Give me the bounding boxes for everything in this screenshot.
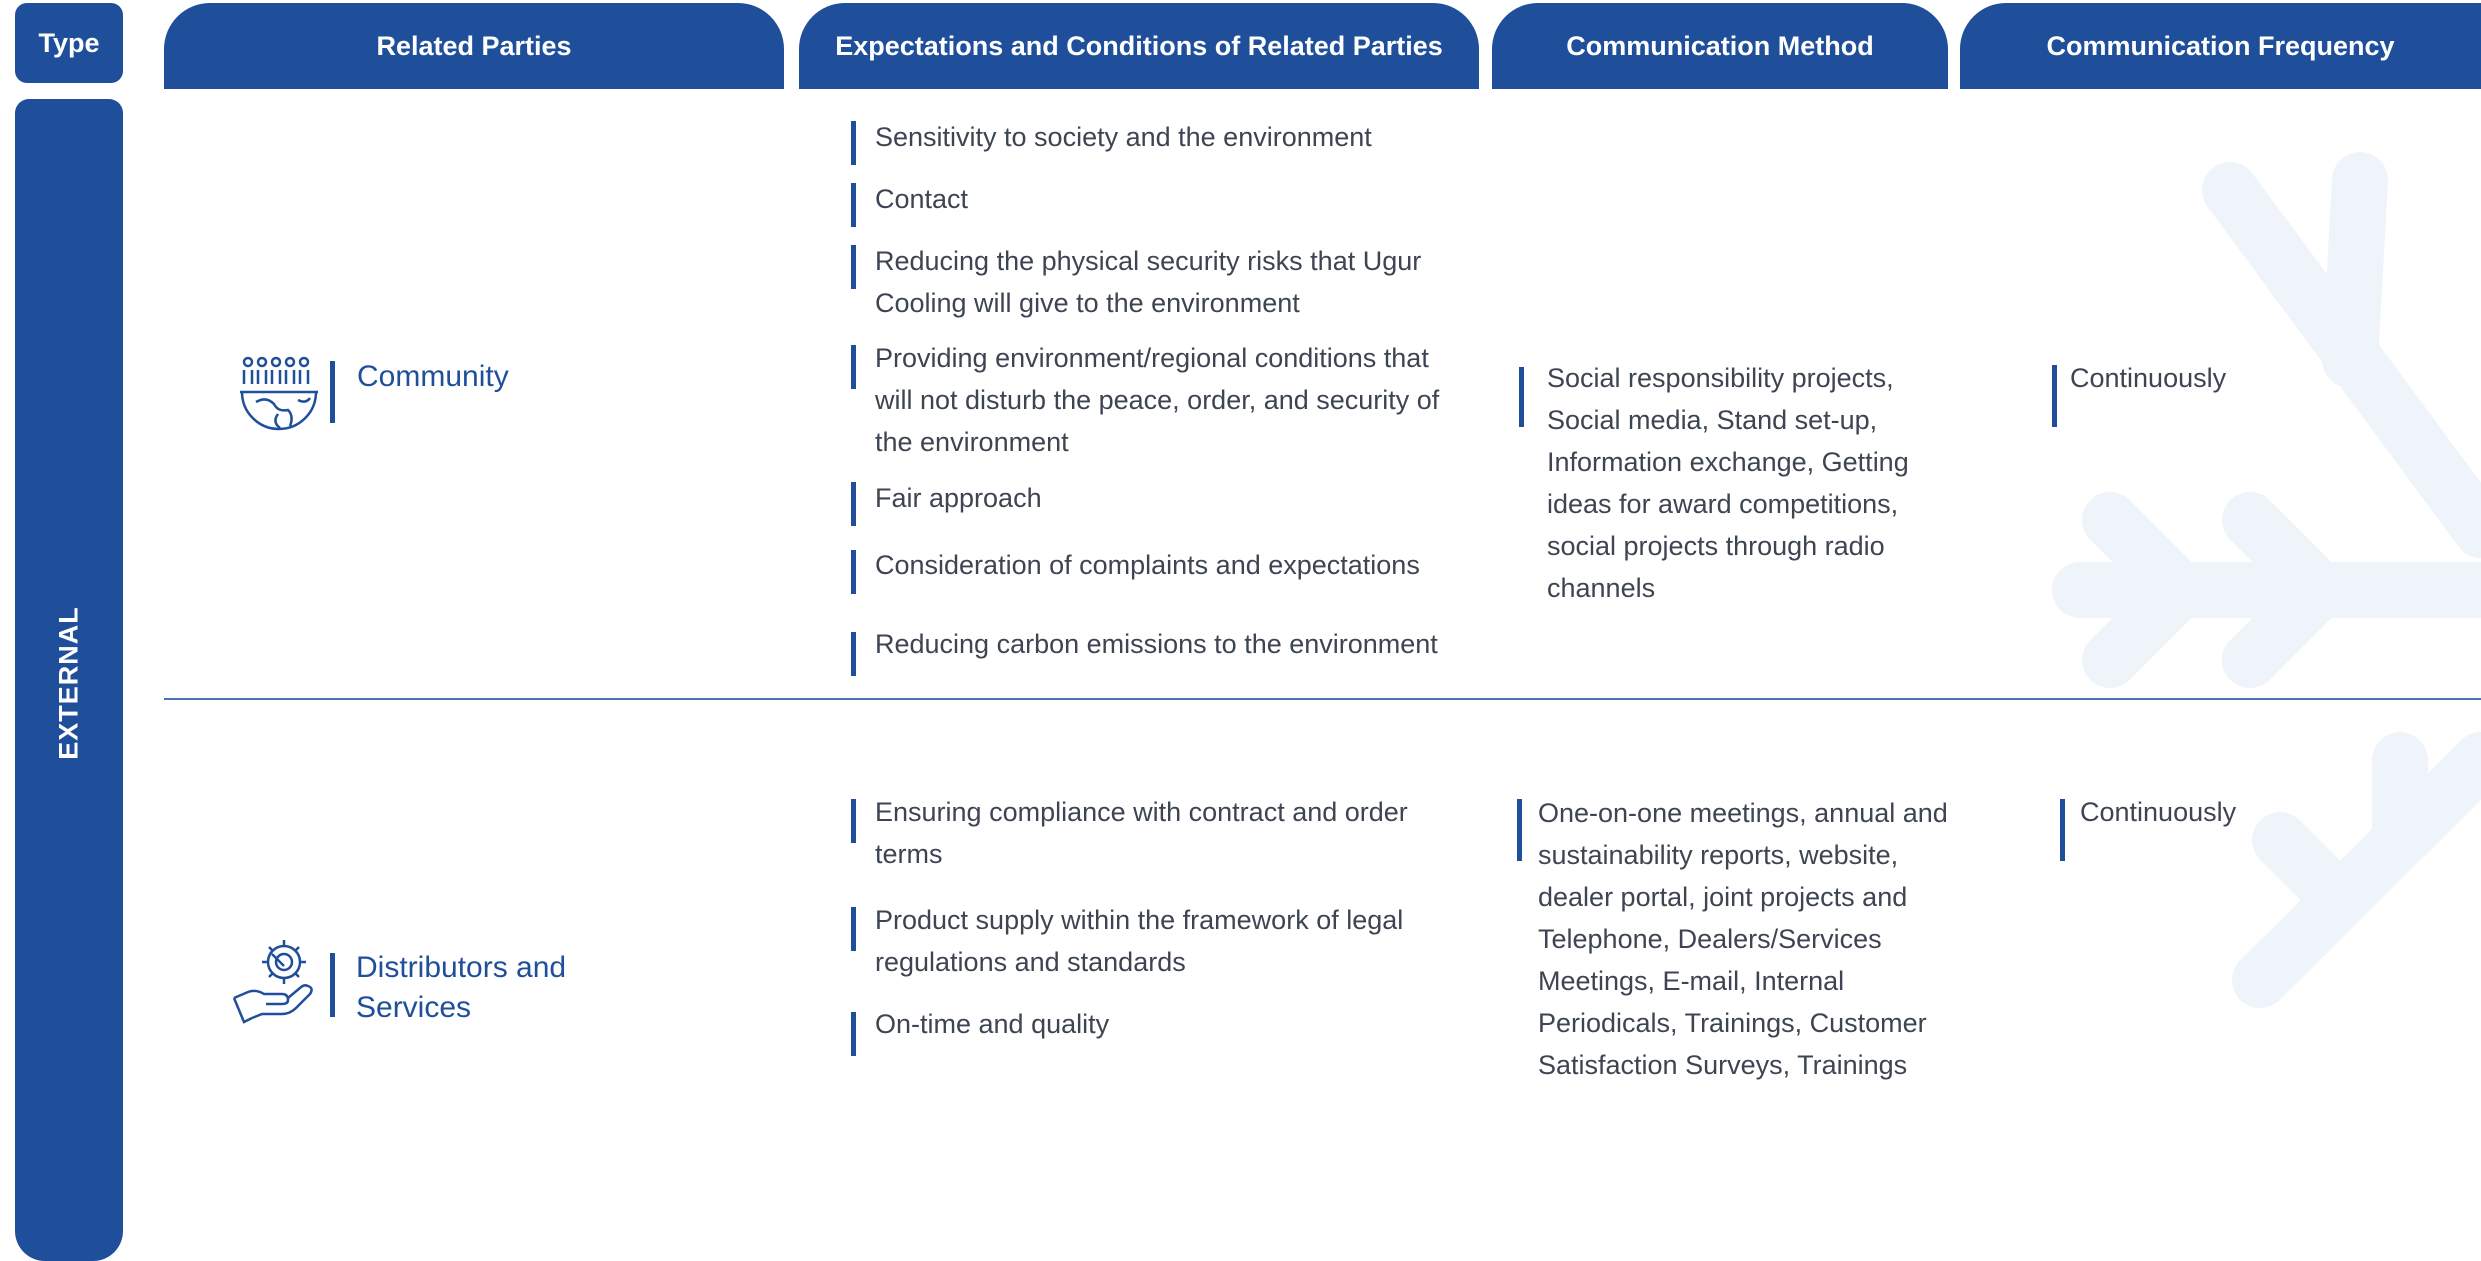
expectations-header: Expectations and Conditions of Related P… [799, 3, 1479, 89]
expectation-item: Ensuring compliance with contract and or… [875, 797, 1408, 869]
expectation-bar [851, 632, 856, 676]
party-distributors-and-services: Distributors and Services [356, 951, 567, 1024]
snowflake-watermark-icon [2232, 732, 2481, 1008]
method-bar [1517, 799, 1522, 861]
row-divider [164, 698, 2481, 700]
expectation-bar [851, 245, 856, 289]
expectation-item: Reducing carbon emissions to the environ… [875, 629, 1438, 659]
communication-frequency-text: Continuously [2070, 363, 2227, 393]
type-header: Type [15, 3, 123, 83]
communication-method-text: Social responsibility projects, Social m… [1547, 363, 1909, 603]
expectation-item: Consideration of complaints and expectat… [875, 550, 1420, 580]
expectation-bar [851, 183, 856, 227]
expectation-item: Reducing the physical security risks tha… [875, 246, 1422, 318]
communication-method-header: Communication Method [1492, 3, 1948, 89]
expectation-bar [851, 345, 856, 389]
related-parties-header: Related Parties [164, 3, 784, 89]
type-label: EXTERNAL [53, 606, 84, 760]
expectation-item: Fair approach [875, 483, 1042, 513]
party-accent-bar [330, 361, 335, 423]
expectation-bar [851, 121, 856, 165]
party-community: Community [357, 360, 509, 393]
frequency-bar [2052, 365, 2057, 427]
expectation-bar [851, 1012, 856, 1056]
expectation-bar [851, 799, 856, 843]
communication-frequency-header: Communication Frequency [1960, 3, 2481, 89]
expectation-bar [851, 550, 856, 594]
community-globe-icon [240, 356, 318, 431]
expectation-bar [851, 907, 856, 951]
expectation-item: Product supply within the framework of l… [875, 905, 1404, 977]
hand-gear-icon [232, 940, 313, 1024]
frequency-bar [2060, 799, 2065, 861]
method-bar [1519, 367, 1524, 427]
type-column [15, 99, 123, 1261]
expectation-bar [851, 482, 856, 526]
communication-method-text: One-on-one meetings, annual and sustaina… [1538, 798, 1948, 1080]
expectation-item: On-time and quality [875, 1009, 1110, 1039]
expectation-item: Contact [875, 184, 969, 214]
expectation-item: Providing environment/regional condition… [875, 343, 1440, 457]
expectation-item: Sensitivity to society and the environme… [875, 122, 1372, 152]
communication-frequency-text: Continuously [2080, 797, 2237, 827]
party-accent-bar [330, 953, 335, 1017]
snowflake-watermark-icon [2052, 152, 2481, 688]
